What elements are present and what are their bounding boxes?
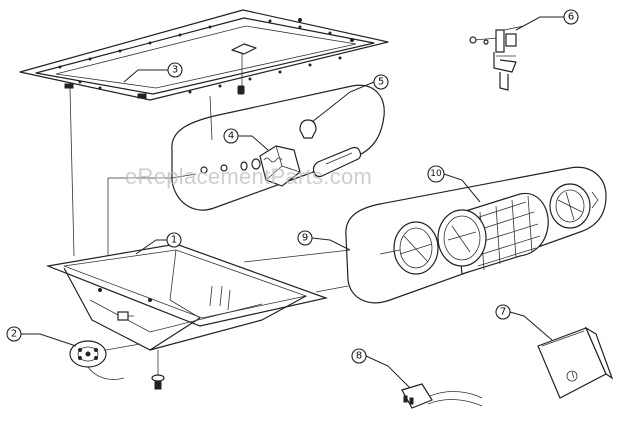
callout-4-label: 4 (228, 131, 234, 142)
callout-2-label: 2 (11, 329, 17, 340)
callout-8-label: 8 (356, 351, 362, 362)
fan-part (69, 340, 141, 380)
callout-3-label: 3 (172, 65, 178, 76)
callout-8: 8 (351, 348, 411, 389)
callout-1-label: 1 (171, 235, 177, 246)
callout-6-label: 6 (568, 12, 574, 23)
callout-2: 2 (6, 326, 77, 347)
burner-assembly-part (345, 166, 607, 304)
power-plug-part (401, 383, 483, 409)
callout-10-label: 10 (430, 169, 442, 179)
igniter-part (469, 25, 525, 91)
callout-9: 9 (297, 230, 351, 251)
callout-7-label: 7 (500, 307, 506, 318)
valve-assembly-part (171, 84, 385, 211)
callout-6: 6 (515, 9, 579, 31)
top-frame-part (19, 9, 389, 101)
callout-1: 1 (135, 232, 182, 255)
callout-3: 3 (123, 62, 183, 83)
callout-5-label: 5 (378, 77, 384, 88)
callout-4: 4 (223, 128, 269, 151)
callout-9-label: 9 (302, 233, 308, 244)
callout-10: 10 (427, 165, 481, 203)
callout-7: 7 (495, 304, 553, 341)
control-box-part (537, 326, 614, 399)
burner-pan-part (45, 243, 329, 390)
callout-5: 5 (311, 74, 389, 123)
watermark-text: eReplacementParts.com (125, 164, 373, 189)
